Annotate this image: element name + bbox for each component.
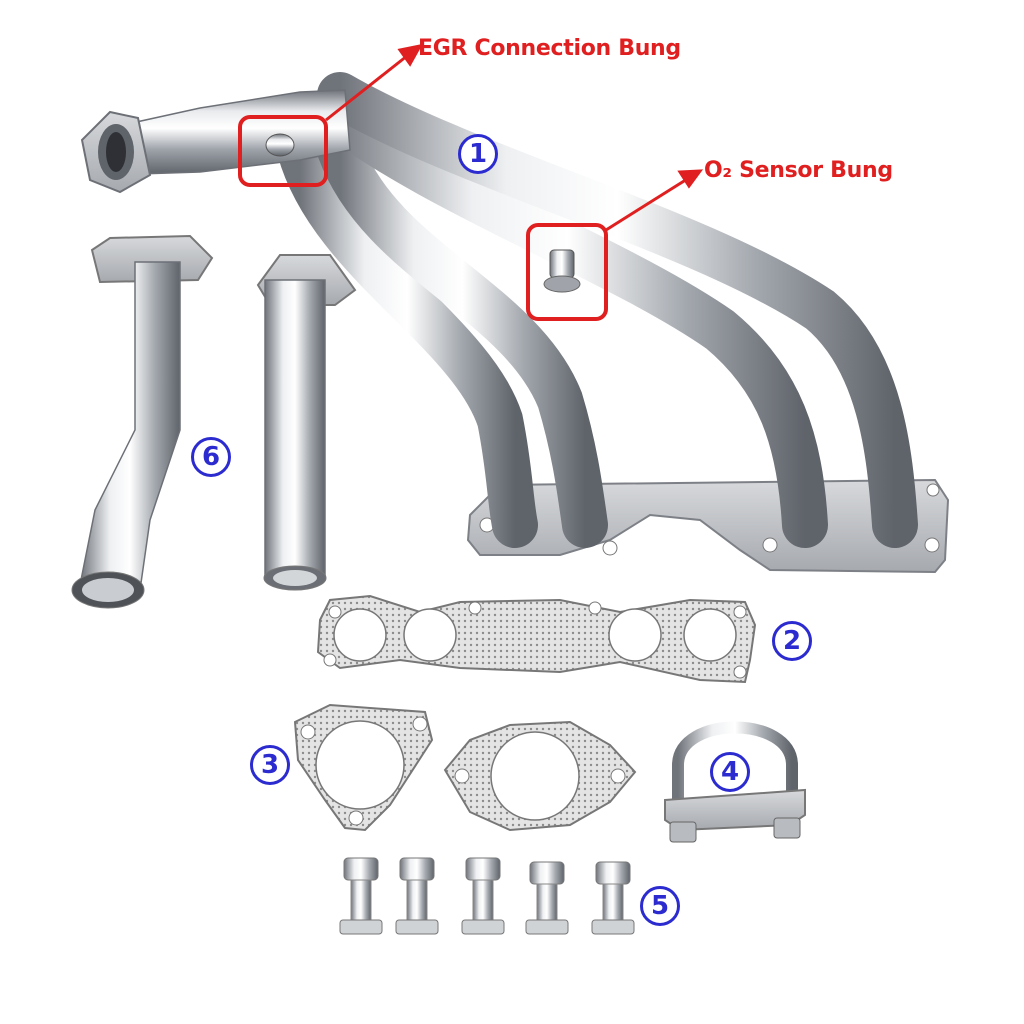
o2-arrow	[605, 169, 704, 232]
down-pipe-right	[256, 254, 357, 591]
part-number-2: 2	[772, 621, 812, 661]
flange-gasket-oval	[443, 720, 637, 832]
bolt	[339, 857, 383, 935]
manifold-gasket	[316, 594, 757, 684]
part-number-5: 5	[640, 886, 680, 926]
exhaust-header	[80, 72, 950, 574]
part-number-6: 6	[191, 437, 231, 477]
egr-arrow	[325, 43, 423, 122]
o2-callout-label: O₂ Sensor Bung	[704, 158, 893, 183]
egr-callout-label: EGR Connection Bung	[418, 36, 681, 61]
down-pipe-left	[71, 234, 214, 609]
flange-gasket-triangle	[293, 703, 434, 832]
u-bolt-clamp	[664, 721, 806, 843]
part-number-4: 4	[710, 752, 750, 792]
bolt	[525, 861, 569, 935]
egr-bung	[265, 133, 295, 157]
part-number-3: 3	[250, 745, 290, 785]
o2-highlight-box	[526, 223, 608, 321]
bolt	[591, 861, 635, 935]
bolt	[461, 857, 505, 935]
o2-bung	[549, 249, 575, 279]
bolts	[339, 857, 635, 935]
bolt	[395, 857, 439, 935]
part-number-1: 1	[458, 134, 498, 174]
egr-highlight-box	[238, 115, 328, 187]
